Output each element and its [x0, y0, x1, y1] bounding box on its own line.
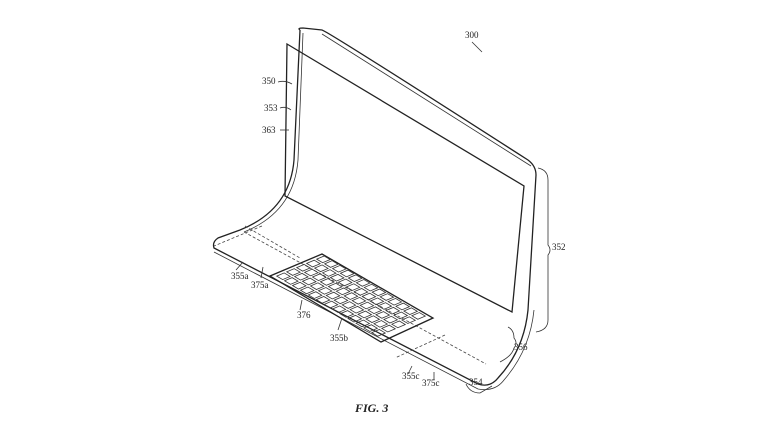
- label-352: 352: [552, 242, 566, 252]
- keyboard-key: [400, 316, 417, 324]
- keyboard-key: [341, 301, 357, 309]
- keyboard-key: [345, 283, 361, 291]
- keyboard-key: [285, 268, 302, 276]
- keyboard-key: [363, 324, 379, 332]
- keyboard-key: [380, 324, 397, 333]
- keyboard-key: [321, 269, 337, 277]
- keyboard-key: [283, 277, 299, 285]
- keyboard-key: [319, 278, 335, 286]
- keyboard-key: [343, 292, 359, 300]
- keyboard-key: [383, 315, 399, 324]
- keyboard-key: [325, 291, 341, 300]
- keyboard-key: [333, 296, 349, 305]
- keyboard-key: [390, 320, 407, 329]
- keyboard-key: [337, 278, 353, 287]
- keyboard-key: [315, 255, 332, 264]
- keyboard-key: [347, 314, 363, 323]
- keyboard-key: [355, 279, 371, 287]
- keyboard-key: [293, 272, 309, 281]
- keyboard-key: [295, 263, 312, 272]
- keyboard-key: [385, 306, 401, 315]
- keyboard-key: [311, 273, 327, 282]
- keyboard-key: [323, 260, 339, 268]
- keyboard: [268, 253, 435, 343]
- keyboard-key: [355, 319, 371, 328]
- keyboard-key: [339, 269, 355, 278]
- label-355a: 355a: [231, 271, 249, 281]
- label-363: 363: [262, 125, 276, 135]
- keyboard-key: [359, 301, 375, 310]
- keyboard-key: [373, 320, 389, 328]
- keyboard-key: [329, 273, 345, 282]
- label-354: 354: [469, 377, 483, 387]
- keyboard-key: [317, 287, 333, 295]
- keyboard-key: [367, 306, 383, 315]
- keyboard-key: [375, 311, 391, 319]
- keyboard-key: [303, 268, 319, 277]
- keyboard-key: [379, 293, 395, 301]
- label-375c: 375c: [422, 378, 440, 388]
- keyboard-key: [301, 277, 317, 286]
- keyboard-key: [335, 287, 351, 296]
- keyboard-key: [305, 259, 322, 268]
- reference-labels: 300 350 353 363 352 355a 375a 376 355b 3…: [231, 30, 566, 415]
- keyboard-key: [291, 281, 307, 290]
- keyboard-key: [410, 312, 427, 320]
- keyboard-key: [387, 297, 403, 306]
- keyboard-key: [309, 282, 325, 290]
- figure-caption: FIG. 3: [354, 401, 388, 415]
- keyboard-key: [331, 264, 347, 273]
- keyboard-key: [353, 288, 369, 296]
- keyboard-key: [313, 264, 329, 273]
- keyboard-key: [347, 274, 363, 282]
- keyboard-key: [307, 291, 323, 299]
- keyboard-key: [331, 305, 347, 314]
- keyboard-key: [299, 286, 315, 295]
- keyboard-key: [327, 282, 343, 291]
- label-355c: 355c: [402, 371, 420, 381]
- keyboard-key: [275, 272, 292, 281]
- keyboard-key: [315, 296, 331, 304]
- keyboard-key: [370, 329, 387, 337]
- keyboard-key: [361, 292, 377, 301]
- keyboard-key: [351, 296, 367, 305]
- keyboard-key: [357, 310, 373, 319]
- keyboard-key: [349, 305, 365, 314]
- keyboard-key: [363, 283, 379, 292]
- display-screen: [284, 42, 525, 314]
- keyboard-key: [403, 307, 419, 315]
- label-376: 376: [297, 310, 311, 320]
- label-350: 350: [262, 76, 276, 86]
- keyboard-key: [377, 302, 393, 310]
- keyboard-key: [395, 302, 411, 311]
- keyboard-key: [365, 315, 381, 323]
- keyboard-key: [393, 311, 409, 320]
- keyboard-key: [371, 288, 387, 297]
- label-356: 356: [514, 342, 528, 352]
- keyboard-key: [369, 297, 385, 306]
- label-375a: 375a: [251, 280, 269, 290]
- base-regions: [213, 225, 487, 365]
- monitor-frame: [212, 27, 537, 390]
- label-353: 353: [264, 103, 278, 113]
- label-300: 300: [465, 30, 479, 40]
- label-355b: 355b: [330, 333, 349, 343]
- keyboard-key: [323, 300, 339, 309]
- leader-lines: [235, 41, 551, 394]
- keyboard-key: [339, 310, 355, 318]
